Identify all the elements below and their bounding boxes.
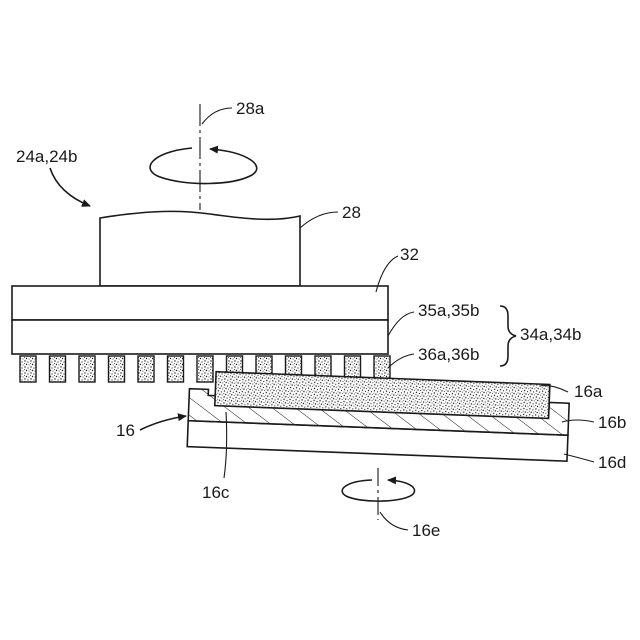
label-16: 16 [116,421,135,440]
table-assembly [187,371,570,462]
label-16d: 16d [598,453,626,472]
label-28a: 28a [236,99,265,118]
label-28: 28 [342,203,361,222]
pads-leader-36 [388,354,414,368]
table-leader-arrow-16 [140,416,186,430]
label-35a-35b: 35a,35b [418,301,479,320]
layer-leader-35 [388,312,414,336]
polishing-pad [20,356,36,382]
spindle-shaft-28 [100,211,300,286]
head-plate-32 [12,286,388,320]
label-16c: 16c [202,483,230,502]
label-24a-24b: 24a,24b [16,147,77,166]
polishing-pad [79,356,95,382]
upper-rotation-arrow [150,148,257,184]
brace-34 [500,306,516,366]
lower-leader-16e [380,512,408,530]
upper-leader-28a [202,108,232,124]
label-16e: 16e [412,521,440,540]
polishing-pad [168,356,184,382]
label-34a-34b: 34a,34b [520,325,581,344]
polishing-pad [109,356,125,382]
polishing-pad [50,356,66,382]
base-leader-16d [564,454,594,462]
elastic-layer-35 [12,320,388,354]
label-16b: 16b [598,413,626,432]
polishing-pad [138,356,154,382]
shaft-leader-28 [300,212,338,228]
label-32: 32 [400,245,419,264]
label-36a-36b: 36a,36b [418,345,479,364]
polishing-pad [197,356,213,382]
head-leader-arrow [50,168,90,206]
label-16a: 16a [574,382,603,401]
